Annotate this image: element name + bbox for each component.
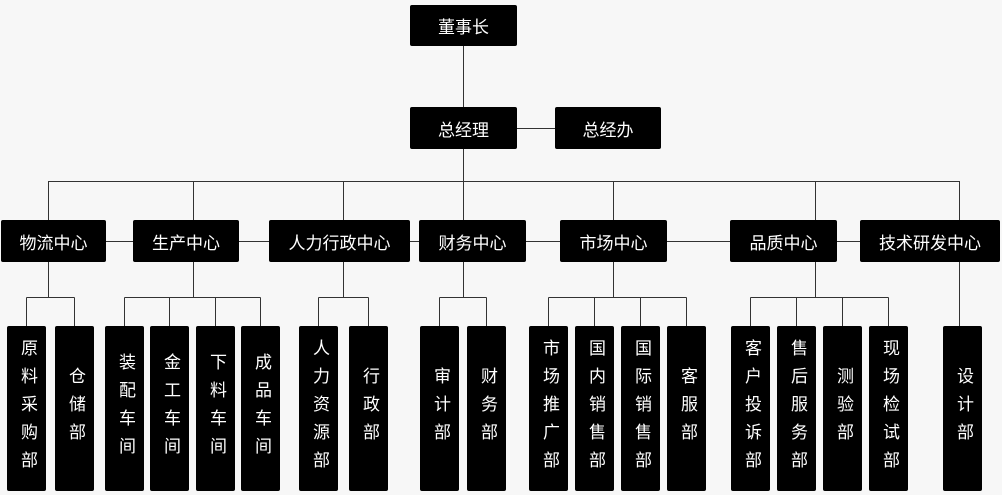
dept-audit: 审计部 (420, 326, 459, 491)
dept-metalwork: 金工车间 (150, 326, 189, 491)
general-office-box: 总经办 (555, 107, 661, 149)
center-logistics: 物流中心 (1, 220, 106, 262)
center-finance: 财务中心 (419, 220, 526, 262)
center-marketing: 市场中心 (560, 220, 667, 262)
dept-complaints: 客户投诉部 (731, 326, 770, 491)
center-hr-admin: 人力行政中心 (269, 220, 410, 262)
dept-finance: 财务部 (467, 326, 506, 491)
dept-purchasing: 原料采购部 (7, 326, 46, 491)
dept-admin: 行政部 (349, 326, 388, 491)
dept-finished: 成品车间 (241, 326, 280, 491)
dept-hr: 人力资源部 (299, 326, 338, 491)
center-quality: 品质中心 (730, 220, 837, 262)
center-rnd: 技术研发中心 (860, 220, 1000, 262)
dept-after-sales: 售后服务部 (777, 326, 816, 491)
dept-promotion: 市场推广部 (529, 326, 568, 491)
dept-assembly: 装配车间 (105, 326, 144, 491)
dept-field-inspection: 现场检试部 (869, 326, 908, 491)
center-production: 生产中心 (133, 220, 239, 262)
dept-intl-sales: 国际销售部 (621, 326, 660, 491)
dept-domestic-sales: 国内销售部 (575, 326, 614, 491)
dept-warehouse: 仓储部 (55, 326, 94, 491)
chairman-box: 董事长 (410, 5, 517, 46)
dept-customer-service: 客服部 (667, 326, 706, 491)
dept-testing: 测验部 (823, 326, 862, 491)
dept-design: 设计部 (943, 326, 982, 491)
general-manager-box: 总经理 (410, 107, 517, 149)
dept-cutting: 下料车间 (196, 326, 235, 491)
